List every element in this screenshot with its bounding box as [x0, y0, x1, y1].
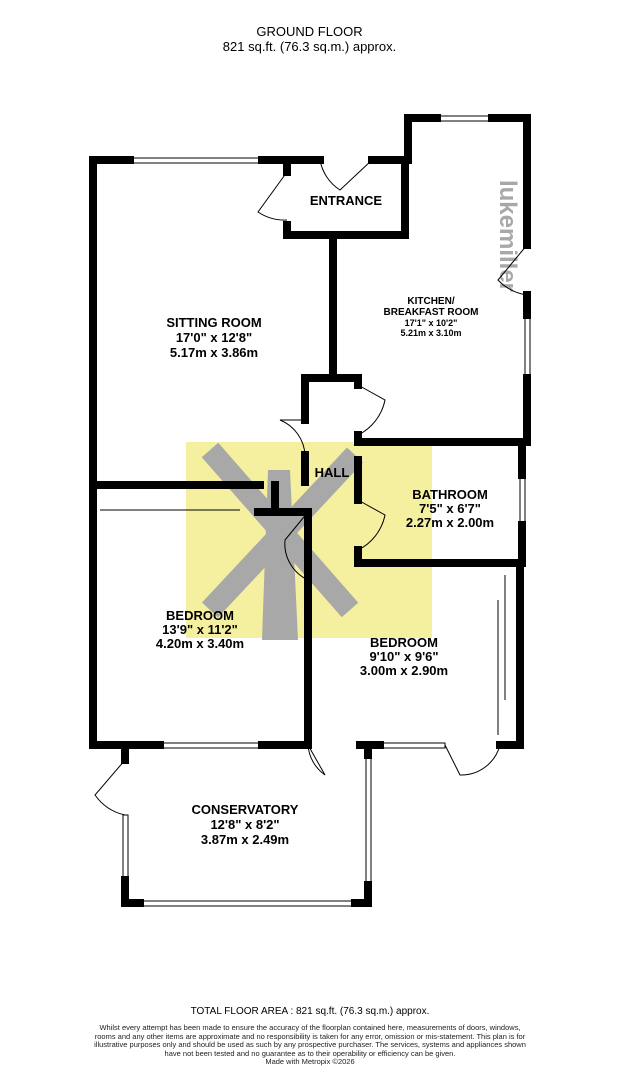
credit: Made with Metropix ©2026: [265, 1057, 355, 1066]
total-floor-area: TOTAL FLOOR AREA : 821 sq.ft. (76.3 sq.m…: [190, 1006, 430, 1017]
room-conservatory-imperial: 12'8" x 8'2": [210, 817, 279, 832]
floorplan: lukemiller: [89, 114, 531, 907]
disclaimer: Whilst every attempt has been made to en…: [90, 1023, 530, 1067]
watermark-text: lukemiller: [494, 180, 521, 292]
room-labels: ENTRANCE KITCHEN/ BREAKFAST ROOM 17'1" x…: [156, 193, 494, 847]
room-kitchen: KITCHEN/: [407, 296, 454, 307]
walls: [89, 114, 531, 907]
room-bathroom: BATHROOM: [412, 487, 488, 502]
room-bathroom-metric: 2.27m x 2.00m: [406, 515, 494, 530]
watermark-logo: lukemiller: [186, 180, 521, 640]
room-entrance: ENTRANCE: [310, 193, 383, 208]
room-kitchen-name2: BREAKFAST ROOM: [384, 307, 479, 318]
disclaimer-text: Whilst every attempt has been made to en…: [94, 1023, 526, 1058]
room-bedroom-1-imperial: 13'9" x 11'2": [162, 622, 238, 637]
room-bedroom-2-imperial: 9'10" x 9'6": [369, 649, 438, 664]
room-bedroom-2-metric: 3.00m x 2.90m: [360, 663, 448, 678]
room-bedroom-1-metric: 4.20m x 3.40m: [156, 636, 244, 651]
room-sitting-imperial: 17'0" x 12'8": [176, 330, 252, 345]
room-hall: HALL: [315, 465, 350, 480]
room-bedroom-2: BEDROOM: [370, 635, 438, 650]
room-conservatory-metric: 3.87m x 2.49m: [201, 832, 289, 847]
floor-name: GROUND FLOOR: [256, 24, 363, 39]
room-kitchen-imperial: 17'1" x 10'2": [405, 318, 458, 328]
room-sitting: SITTING ROOM: [166, 315, 261, 330]
doors: [94, 159, 528, 816]
room-bedroom-1: BEDROOM: [166, 608, 234, 623]
room-conservatory: CONSERVATORY: [192, 802, 299, 817]
room-kitchen-metric: 5.21m x 3.10m: [400, 328, 461, 338]
room-sitting-metric: 5.17m x 3.86m: [170, 345, 258, 360]
room-bathroom-imperial: 7'5" x 6'7": [419, 501, 481, 516]
floor-area: 821 sq.ft. (76.3 sq.m.) approx.: [222, 39, 397, 54]
